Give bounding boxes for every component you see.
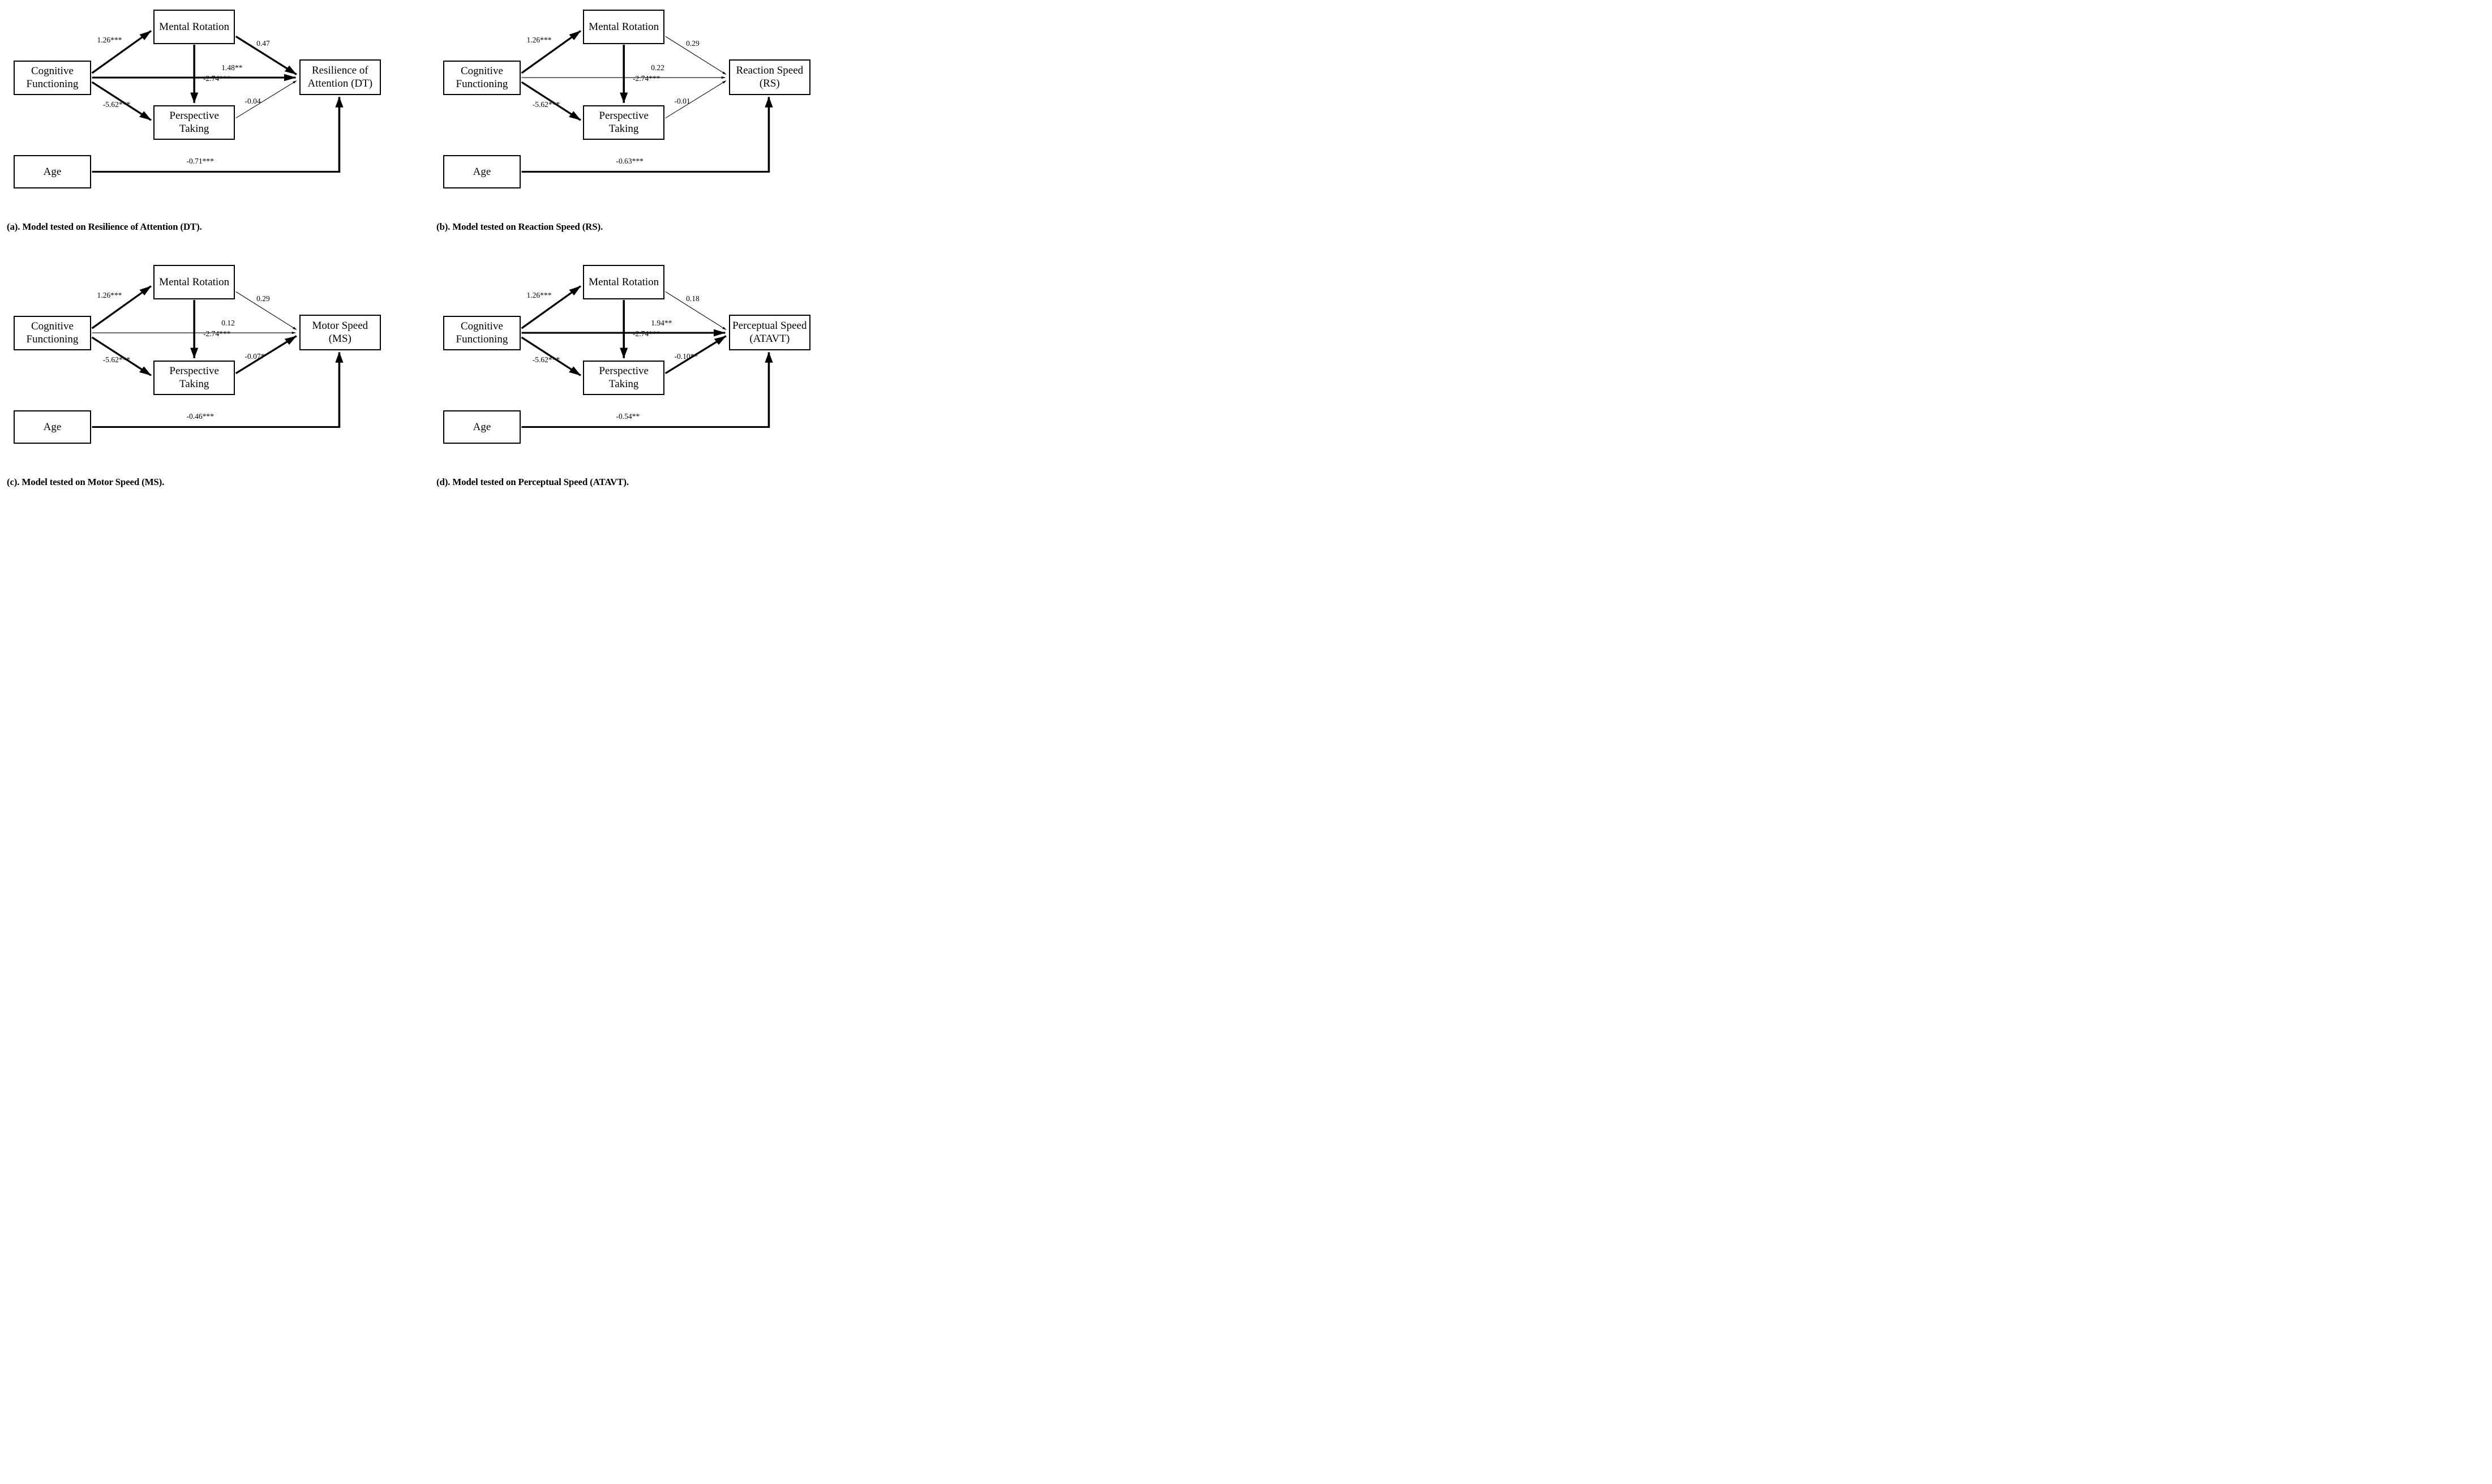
node-cognitive-functioning: Cognitive Functioning: [13, 316, 92, 350]
path-diagram-c: Cognitive Functioning Mental Rotation Pe…: [6, 260, 394, 467]
arrow-mr-to-outcome: [235, 291, 297, 330]
panel-b-caption: (b). Model tested on Reaction Speed (RS)…: [436, 221, 603, 232]
coef-mr-to-outcome: 0.47: [256, 38, 270, 48]
coef-cf-to-pt: -5.62***: [532, 355, 560, 364]
node-age: Age: [13, 155, 92, 188]
node-mental-rotation: Mental Rotation: [583, 10, 665, 44]
coef-pt-to-outcome: -0.04: [245, 97, 261, 106]
coef-cf-to-mr: 1.26***: [526, 291, 552, 300]
panel-b: Cognitive Functioning Mental Rotation Pe…: [435, 5, 824, 237]
path-diagram-a: Cognitive Functioning Mental Rotation Pe…: [6, 5, 394, 212]
arrow-cf-to-mr: [91, 285, 152, 329]
panel-a: Cognitive Functioning Mental Rotation Pe…: [6, 5, 394, 237]
panel-c-caption: (c). Model tested on Motor Speed (MS).: [7, 477, 165, 487]
panel-c: Cognitive Functioning Mental Rotation Pe…: [6, 260, 394, 492]
node-cognitive-functioning: Cognitive Functioning: [13, 61, 92, 95]
arrow-mr-to-outcome: [665, 291, 727, 330]
coef-cf-to-outcome: 0.12: [221, 318, 235, 327]
node-mental-rotation: Mental Rotation: [153, 265, 235, 299]
node-cognitive-functioning: Cognitive Functioning: [443, 316, 521, 350]
node-outcome: Perceptual Speed (ATAVT): [728, 315, 810, 350]
panel-d-caption: (d). Model tested on Perceptual Speed (A…: [436, 477, 629, 487]
coef-cf-to-outcome: 0.22: [651, 63, 664, 72]
coef-mr-to-pt: -2.74***: [203, 329, 231, 338]
arrow-cf-to-pt: [91, 336, 152, 376]
panel-a-caption: (a). Model tested on Resilience of Atten…: [7, 221, 202, 232]
arrow-cf-to-mr: [91, 30, 152, 74]
node-outcome: Reaction Speed (RS): [728, 59, 810, 95]
coef-cf-to-pt: -5.62***: [102, 100, 131, 109]
path-diagram-b: Cognitive Functioning Mental Rotation Pe…: [435, 5, 824, 212]
arrow-age-to-outcome: [92, 96, 344, 173]
arrow-cf-to-pt: [521, 81, 581, 121]
coef-mr-to-outcome: 0.29: [256, 294, 270, 303]
coef-age-to-outcome: -0.54**: [616, 411, 640, 421]
coef-cf-to-pt: -5.62***: [532, 100, 560, 109]
coef-cf-to-mr: 1.26***: [97, 36, 122, 45]
arrows-layer-a: [91, 30, 344, 173]
coef-mr-to-pt: -2.74***: [632, 329, 660, 338]
arrow-age-to-outcome: [92, 351, 344, 428]
arrow-pt-to-outcome: [235, 80, 297, 119]
arrows-layer-b: [521, 30, 773, 173]
coef-age-to-outcome: -0.46***: [186, 411, 214, 421]
path-diagram-d: Cognitive Functioning Mental Rotation Pe…: [435, 260, 824, 467]
coef-pt-to-outcome: -0.07*: [245, 352, 265, 361]
node-mental-rotation: Mental Rotation: [583, 265, 665, 299]
arrow-pt-to-outcome: [664, 335, 727, 374]
arrow-cf-to-pt: [521, 336, 581, 376]
figure-four-path-models: Cognitive Functioning Mental Rotation Pe…: [0, 0, 831, 495]
coef-pt-to-outcome: -0.10**: [674, 352, 698, 361]
arrow-mr-to-outcome: [235, 35, 297, 75]
panel-d: Cognitive Functioning Mental Rotation Pe…: [435, 260, 824, 492]
coef-cf-to-outcome: 1.94**: [651, 318, 672, 327]
node-mental-rotation: Mental Rotation: [153, 10, 235, 44]
arrow-pt-to-outcome: [665, 80, 727, 119]
node-outcome: Resilience of Attention (DT): [299, 59, 381, 95]
node-perspective-taking: Perspective Taking: [583, 105, 665, 140]
arrows-layer-d: [521, 285, 773, 428]
arrow-cf-to-mr: [521, 30, 582, 74]
arrow-cf-to-mr: [521, 285, 582, 329]
coef-age-to-outcome: -0.71***: [186, 156, 214, 165]
node-age: Age: [13, 410, 92, 444]
node-perspective-taking: Perspective Taking: [153, 360, 235, 395]
coef-age-to-outcome: -0.63***: [616, 156, 644, 165]
coef-cf-to-mr: 1.26***: [97, 291, 122, 300]
arrows-layer-c: [91, 285, 344, 428]
node-perspective-taking: Perspective Taking: [583, 360, 665, 395]
coef-cf-to-mr: 1.26***: [526, 36, 552, 45]
coef-pt-to-outcome: -0.01: [674, 97, 690, 106]
coef-mr-to-outcome: 0.29: [686, 38, 700, 48]
coef-mr-to-outcome: 0.18: [686, 294, 700, 303]
coef-mr-to-pt: -2.74***: [203, 74, 231, 83]
node-cognitive-functioning: Cognitive Functioning: [443, 61, 521, 95]
arrow-age-to-outcome: [521, 351, 773, 428]
coef-cf-to-pt: -5.62***: [102, 355, 131, 364]
arrow-mr-to-outcome: [665, 36, 727, 75]
node-age: Age: [443, 155, 521, 188]
node-perspective-taking: Perspective Taking: [153, 105, 235, 140]
arrow-age-to-outcome: [521, 96, 773, 173]
arrow-pt-to-outcome: [235, 335, 297, 374]
node-outcome: Motor Speed (MS): [299, 315, 381, 350]
node-age: Age: [443, 410, 521, 444]
coef-mr-to-pt: -2.74***: [632, 74, 660, 83]
coef-cf-to-outcome: 1.48**: [221, 63, 243, 72]
arrow-cf-to-pt: [91, 81, 152, 121]
